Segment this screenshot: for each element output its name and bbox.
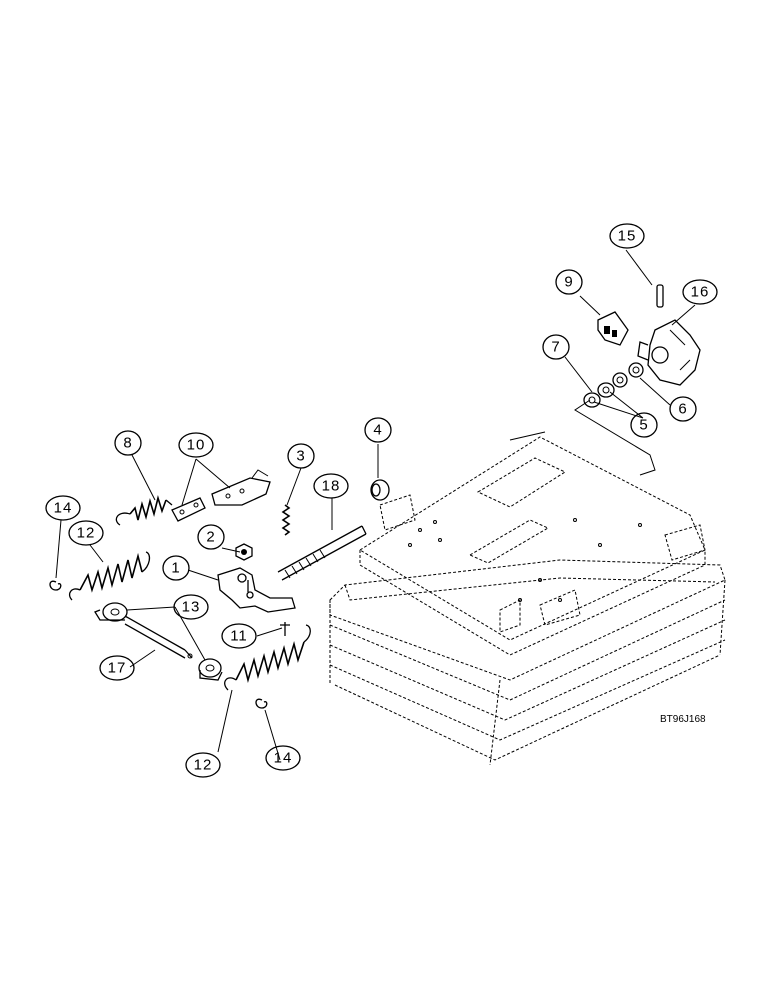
bracket-part	[597, 311, 629, 346]
rivet-part	[280, 622, 290, 636]
e-clip-lower	[255, 698, 268, 709]
callout-8: 8	[114, 430, 142, 456]
callout-5: 5	[630, 412, 658, 438]
lever-part	[217, 567, 296, 613]
callout-13: 13	[173, 594, 209, 620]
callout-3: 3	[287, 443, 315, 469]
large-spring-lower	[224, 624, 311, 691]
svg-text:18: 18	[322, 478, 341, 495]
callout-14-lower: 14	[265, 745, 301, 771]
callout-15: 17	[99, 655, 135, 681]
svg-text:3: 3	[296, 448, 305, 465]
callout-10: 10	[178, 432, 214, 458]
svg-text:12: 12	[194, 757, 213, 774]
spring-pin-part	[281, 504, 291, 536]
washers-part	[583, 362, 644, 408]
callout-14-upper: 14	[45, 495, 81, 521]
callout-4: 4	[364, 417, 392, 443]
callout-9: 9	[555, 269, 583, 295]
svg-text:9: 9	[564, 274, 573, 291]
roll-pin-part	[656, 284, 664, 308]
svg-text:13: 13	[182, 599, 201, 616]
bushing-part	[370, 479, 390, 501]
svg-text:6: 6	[678, 401, 687, 418]
callout-16: 16	[682, 279, 718, 305]
callout-6: 6	[669, 396, 697, 422]
knob-part	[637, 319, 701, 386]
svg-text:2: 2	[206, 529, 215, 546]
small-spring-part	[115, 495, 173, 526]
nut-part	[235, 543, 253, 561]
svg-text:14: 14	[274, 750, 293, 767]
svg-text:11: 11	[230, 628, 248, 645]
pivot-shaft-part	[94, 602, 223, 681]
svg-text:14: 14	[54, 500, 73, 517]
large-spring-upper	[68, 551, 151, 601]
threaded-rod-part	[277, 525, 367, 581]
callout-1: 1	[162, 555, 190, 581]
callout-11: 11	[221, 623, 257, 649]
figure-reference: BT96J168	[660, 714, 706, 725]
svg-text:7: 7	[551, 339, 560, 356]
callout-12-upper: 12	[68, 520, 104, 546]
svg-text:8: 8	[123, 435, 132, 452]
plate-holes	[408, 518, 642, 602]
e-clip-upper	[49, 580, 62, 591]
svg-text:1: 1	[171, 560, 180, 577]
svg-text:5: 5	[639, 417, 648, 434]
latch-part	[171, 469, 271, 522]
svg-text:12: 12	[77, 525, 96, 542]
callout-7: 7	[542, 334, 570, 360]
callout-17: 15	[609, 223, 645, 249]
svg-text:17: 17	[108, 660, 127, 677]
svg-text:10: 10	[187, 437, 206, 454]
seat-suspension-base	[329, 399, 726, 766]
callout-18: 18	[313, 473, 349, 499]
svg-text:15: 15	[618, 228, 637, 245]
svg-text:4: 4	[373, 422, 382, 439]
callout-12-lower: 12	[185, 752, 221, 778]
svg-text:16: 16	[691, 284, 710, 301]
callout-2: 2	[197, 524, 225, 550]
